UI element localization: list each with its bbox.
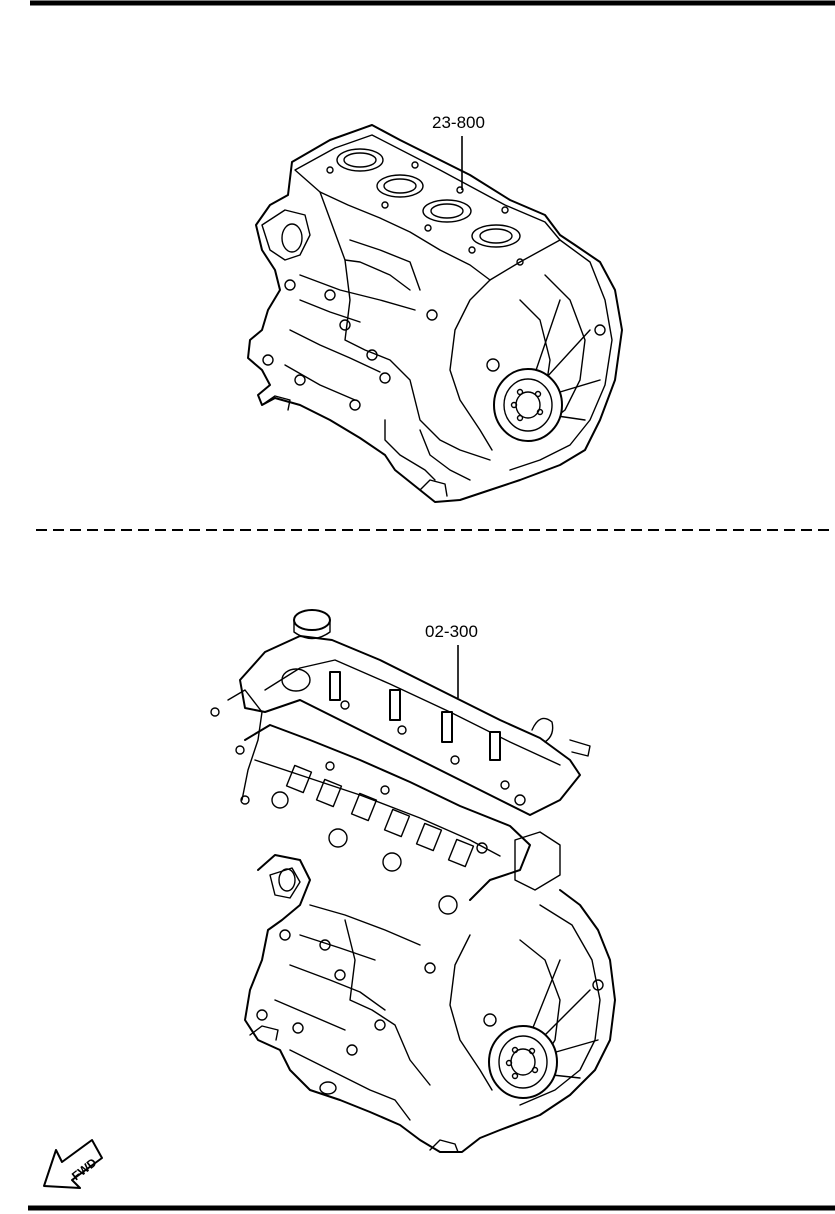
callout-label-long-block: 02-300 bbox=[425, 622, 478, 641]
fwd-direction-arrow: FWD bbox=[43, 1139, 103, 1189]
callout-label-short-block: 23-800 bbox=[432, 113, 485, 132]
fwd-arrow-icon bbox=[43, 1139, 103, 1189]
short-block-illustration[interactable] bbox=[247, 124, 623, 503]
long-block-illustration[interactable] bbox=[210, 609, 616, 1153]
